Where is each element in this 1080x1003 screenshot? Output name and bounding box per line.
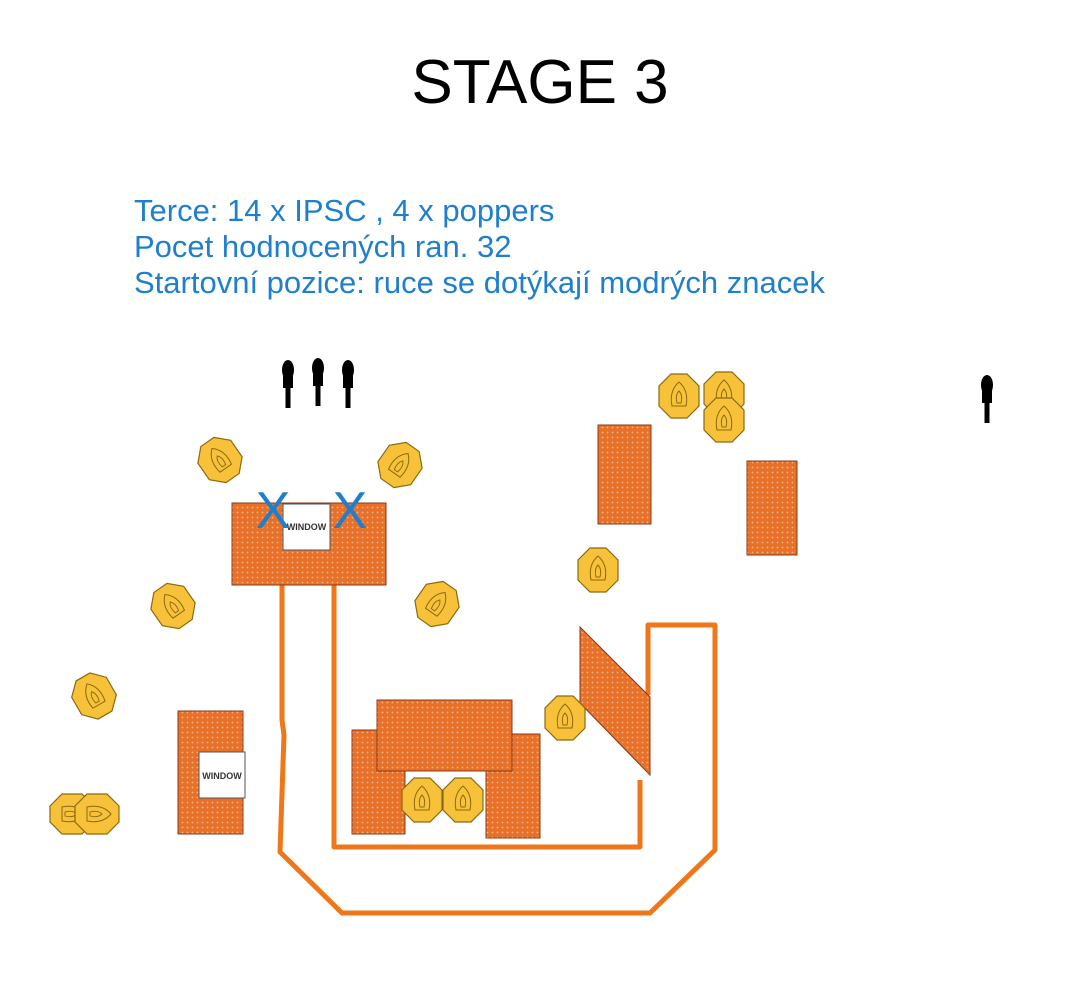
ipsc-target: [442, 777, 484, 823]
ipsc-target: [74, 793, 120, 835]
window-top-label: WINDOW: [287, 522, 327, 532]
ipsc-target: [370, 434, 430, 496]
wall-angled: [579, 625, 651, 777]
popper: [981, 375, 993, 423]
stage-info: Terce: 14 x IPSC , 4 x poppers Pocet hod…: [134, 193, 825, 301]
fault-line-inner: [331, 585, 643, 850]
ipsc-target: [401, 777, 443, 823]
stage-title: STAGE 3: [411, 48, 669, 117]
wall-center-beam: [376, 699, 513, 772]
ipsc-target: [577, 547, 619, 593]
ipsc-target: [190, 429, 250, 491]
info-start-position: Startovní pozice: ruce se dotýkají modrý…: [134, 265, 825, 300]
wall-far-right: [746, 460, 798, 556]
fault-line-left: [277, 585, 718, 916]
info-rounds: Pocet hodnocených ran. 32: [134, 229, 512, 264]
popper: [342, 360, 354, 408]
info-targets: Terce: 14 x IPSC , 4 x poppers: [134, 193, 555, 228]
start-marker-right: X: [333, 482, 368, 540]
popper: [312, 358, 324, 406]
wall-center-right-tall: [597, 424, 652, 525]
ipsc-target: [65, 666, 123, 726]
start-marker-left: X: [256, 482, 291, 540]
popper: [282, 360, 294, 408]
ipsc-target: [658, 373, 700, 419]
window-bottom: [198, 751, 246, 799]
ipsc-target: [544, 695, 586, 741]
window-bottom-label: WINDOW: [202, 771, 242, 781]
ipsc-target: [407, 573, 467, 635]
ipsc-target: [703, 397, 745, 443]
ipsc-target: [143, 575, 203, 637]
window-top: [282, 503, 331, 551]
